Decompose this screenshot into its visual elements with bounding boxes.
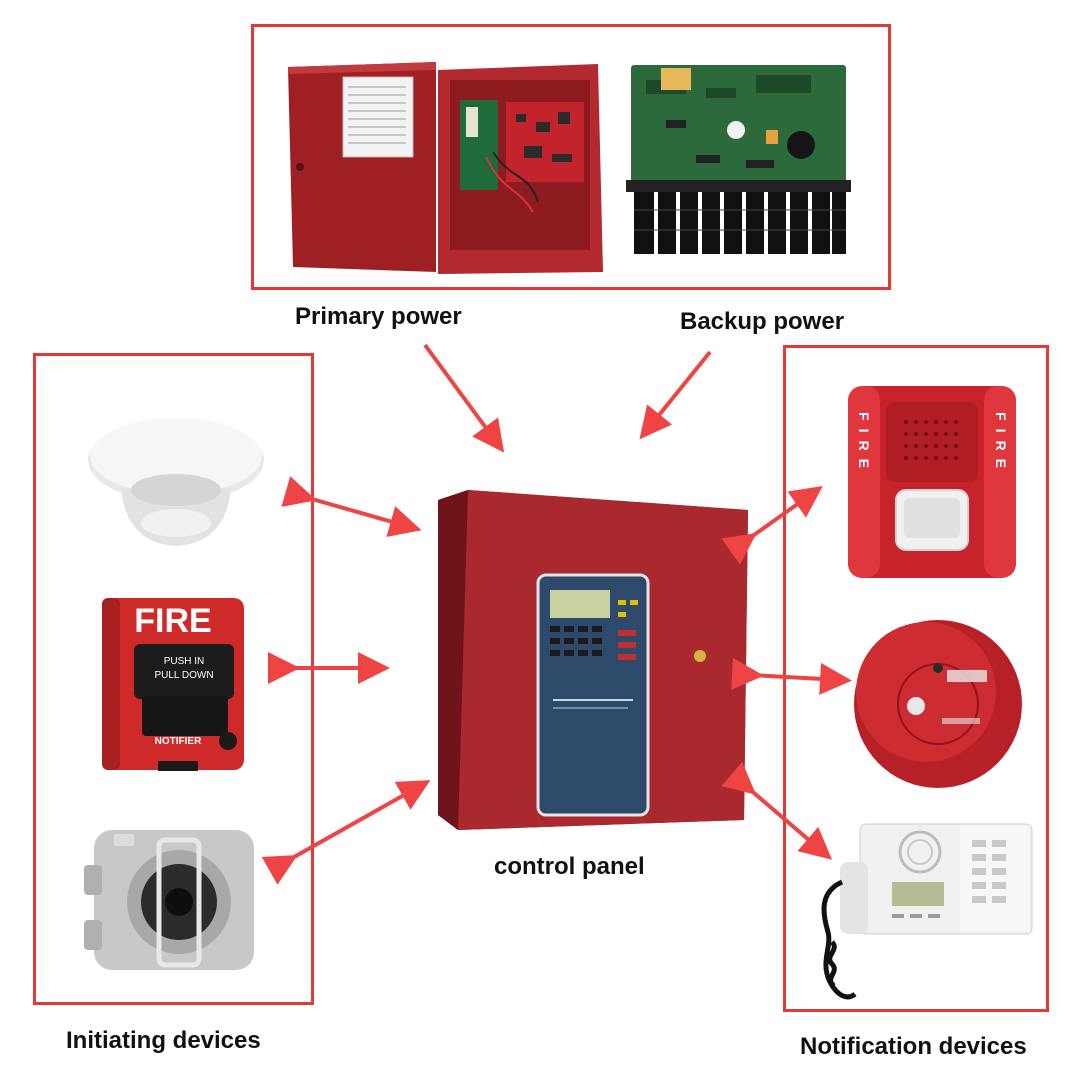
arrow-panel-intercom xyxy=(721,761,833,860)
arrow-panel-horn-strobe xyxy=(721,486,823,565)
flame-detector xyxy=(84,830,254,970)
control-panel-label: control panel xyxy=(494,853,645,880)
backup-power-circuit-board xyxy=(626,65,851,254)
arrow-panel-bell xyxy=(731,657,852,695)
horn-strobe-side-text-right: FIRE xyxy=(993,412,1009,476)
initiating-devices-label: Initiating devices xyxy=(66,1027,261,1054)
pull-station-instruction-1: PUSH IN xyxy=(164,656,205,667)
pull-station-title: FIRE xyxy=(134,602,211,640)
backup-power-label: Backup power xyxy=(680,308,845,335)
pull-station-brand: NOTIFIER xyxy=(155,736,202,747)
horn-strobe: FIRE FIRE xyxy=(848,386,1016,578)
manual-pull-station: FIRE PUSH IN PULL DOWN NOTIFIER xyxy=(102,598,244,771)
fire-alarm-control-panel xyxy=(438,490,748,830)
arrow-flame-detector-panel xyxy=(261,780,431,885)
smoke-detector xyxy=(88,418,264,546)
fire-alarm-bell xyxy=(854,620,1022,788)
power-supply-cabinet xyxy=(288,62,603,274)
notification-devices-label: Notification devices xyxy=(800,1033,1027,1060)
intercom-master-station xyxy=(821,823,1033,1000)
pull-station-instruction-2: PULL DOWN xyxy=(154,670,213,681)
arrow-primary-power-to-panel xyxy=(423,343,505,453)
horn-strobe-side-text-left: FIRE xyxy=(856,412,872,476)
primary-power-label: Primary power xyxy=(295,303,462,330)
arrow-backup-power-to-panel xyxy=(639,350,712,440)
arrow-smoke-detector-panel xyxy=(281,476,422,537)
power-group-frame xyxy=(251,24,891,290)
